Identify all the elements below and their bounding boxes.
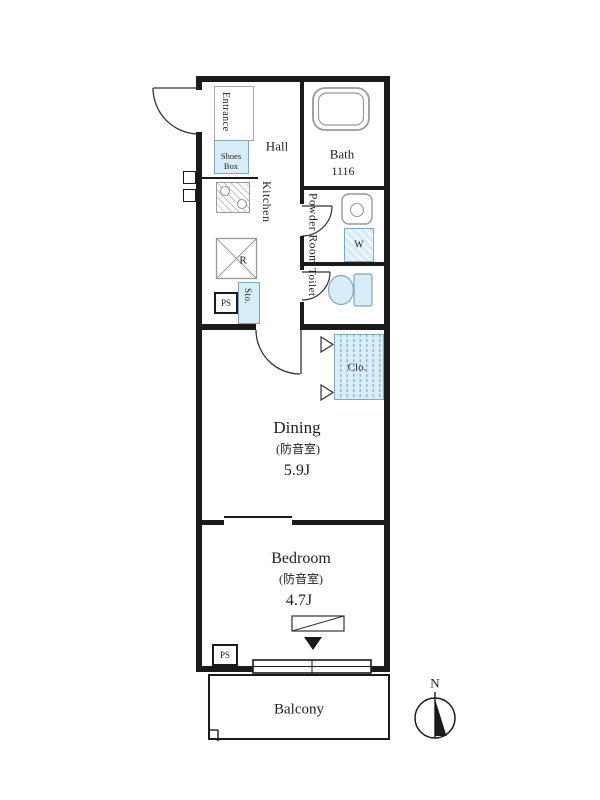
- bedroom-counter-icon: [291, 615, 345, 632]
- entrance-door-swing: [152, 87, 199, 135]
- wall-left-main: [196, 132, 202, 672]
- ps-top-label: PS: [220, 297, 232, 308]
- dining-size-label: 5.9J: [283, 461, 311, 479]
- stove-counter: [216, 182, 250, 213]
- washer-label: W: [354, 239, 364, 251]
- closet-label: Clo.: [347, 361, 367, 374]
- hall-label: Hall: [265, 138, 289, 154]
- bathtub-inner-icon: [317, 92, 365, 126]
- closet-arrow-top-icon: [320, 335, 335, 354]
- wall-powder-toilet: [304, 262, 384, 266]
- washing-machine: [344, 228, 374, 262]
- pipe-space-top: [214, 292, 238, 314]
- entrance-label: Entrance: [220, 92, 231, 132]
- wall-dining-bedroom-right: [292, 520, 384, 525]
- bedroom-soundproof-label: (防音室): [279, 572, 323, 587]
- toilet-label: Toilet: [306, 268, 318, 297]
- closet-arrow-bottom-icon: [320, 383, 335, 402]
- fridge-cross-1: [216, 238, 257, 279]
- wall-kitchen-dining-left: [202, 324, 256, 330]
- wall-kitchen-dining-right: [300, 324, 384, 330]
- wall-hall-bath-b: [300, 236, 304, 270]
- toilet-bowl-icon: [327, 274, 355, 306]
- wall-top: [196, 76, 390, 82]
- bath-size-label: 1116: [331, 164, 355, 179]
- sink-bowl-icon: [349, 202, 365, 218]
- compass-circle: [414, 697, 456, 739]
- wall-dining-bedroom-left: [202, 520, 224, 525]
- toilet-tank-icon: [353, 273, 373, 307]
- balcony-area: [208, 674, 390, 740]
- entrance-floor: [214, 86, 254, 141]
- shoes-box-label-line1: Shoes: [220, 151, 242, 162]
- wall-hall-bath-a: [300, 82, 304, 204]
- wall-entrance-kitchen: [202, 177, 258, 179]
- wall-bottom: [196, 666, 390, 672]
- storage-label: Sto.: [243, 288, 253, 305]
- bedroom-label: Bedroom: [271, 549, 331, 567]
- meter-box-upper: [183, 171, 196, 184]
- shoes-box: [214, 140, 249, 174]
- balcony-direction-icon: [304, 637, 322, 650]
- sink-icon: [341, 193, 373, 225]
- kitchen-label: Kitchen: [260, 181, 274, 223]
- sliding-door-line: [224, 516, 292, 518]
- wall-left-upper: [196, 76, 202, 90]
- wall-right: [384, 76, 390, 672]
- fridge-label: R: [239, 254, 247, 267]
- compass-needle-icon: [435, 699, 447, 736]
- powder-room-label: Powder Room: [306, 193, 319, 265]
- dining-label: Dining: [273, 418, 321, 438]
- bathtub-icon: [312, 87, 370, 131]
- storage-closet: [238, 282, 260, 324]
- bath-label: Bath: [329, 146, 355, 162]
- wall-hall-bath-c: [300, 302, 304, 330]
- bedroom-counter-diagonal: [291, 615, 345, 632]
- pipe-space-bottom: [212, 644, 238, 666]
- wall-bath-powder: [304, 186, 384, 190]
- fridge-cross-2: [216, 238, 257, 279]
- shoes-box-label-line2: Box: [223, 161, 239, 172]
- closet: [334, 334, 384, 400]
- bedroom-size-label: 4.7J: [285, 591, 313, 609]
- fridge-space-icon: [215, 237, 258, 280]
- ps-bottom-label: PS: [219, 649, 231, 660]
- balcony-label: Balcony: [274, 701, 324, 718]
- north-label: N: [430, 675, 440, 691]
- dining-door-swing: [255, 329, 301, 375]
- meter-box-lower: [183, 189, 196, 202]
- dining-soundproof-label: (防音室): [276, 442, 320, 457]
